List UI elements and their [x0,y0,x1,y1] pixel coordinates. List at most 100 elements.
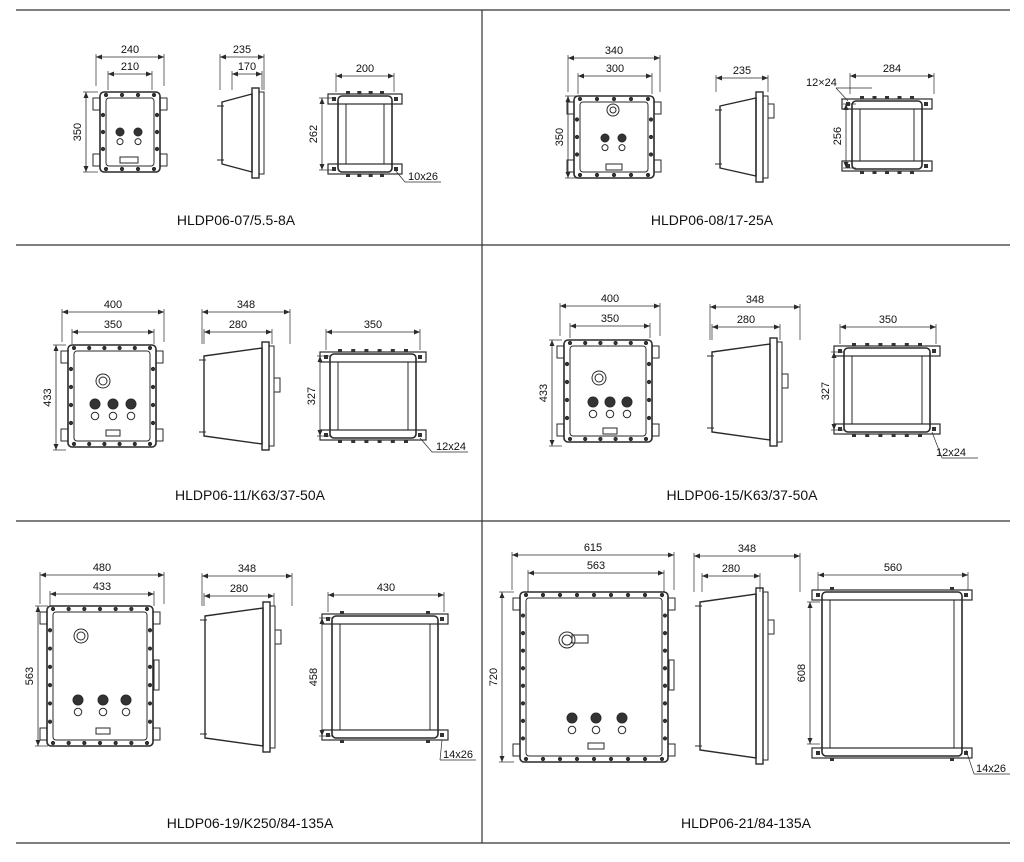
indicator-lamp [134,138,142,146]
dimension-horizontal: 348 [201,299,291,344]
dimension-horizontal: 563 [527,560,665,592]
mounting-lug [92,153,101,167]
switch-knob-side [781,373,789,389]
dimension-horizontal: 280 [701,563,761,592]
flange-bolt [613,340,618,346]
dimension-label: 348 [237,299,255,311]
mounting-slot [846,164,850,168]
front-view [566,95,662,179]
side-flange [769,337,778,447]
dimension-horizontal: 235 [715,65,769,92]
push-button [617,133,627,143]
dimension-horizontal: 235 [219,44,265,90]
arrow-head [317,430,323,436]
side-view [695,587,775,765]
arrow-head [256,71,262,77]
flange-bolt [564,379,570,385]
hole-callout: 12x24 [419,437,468,453]
dimension-horizontal: 480 [39,562,165,604]
rotary-switch [606,103,620,117]
dimension-label: 200 [356,63,374,75]
rail-bump [830,758,834,761]
dimension-label: 210 [121,61,139,73]
front-view [512,591,676,763]
arrow-head [794,304,800,310]
rail-bump [860,171,864,174]
flange-bolt [645,96,651,102]
dimension-horizontal: 300 [577,63,653,94]
arrow-head [35,606,41,612]
push-button [587,396,599,408]
model-caption: HLDP06-19/K250/84-135A [167,815,334,831]
arrow-head [62,309,68,315]
mounting-slot [816,593,820,597]
dimension-horizontal: 560 [817,562,969,590]
rail-bump [950,587,954,590]
back-view [319,349,427,443]
arrow-head [568,55,574,61]
rail-bump [885,171,889,174]
flange-bolt [611,96,617,102]
dimension-vertical: 720 [488,591,514,763]
arrow-head [326,329,332,335]
push-button [600,133,610,143]
mounting-slot [924,102,928,106]
flange-bolt [662,648,668,653]
back-frame [337,95,393,173]
mounting-lug [92,97,101,111]
side-cover [269,605,276,749]
mounting-lug [556,423,565,437]
mounting-lug [159,97,168,111]
side-body [221,93,253,173]
rail-bump [346,91,350,94]
flange-bolt [520,631,526,636]
hole-callout: 12x24 [931,431,978,459]
arrow-head [694,553,700,559]
flange-bolt [147,345,153,351]
dimension-vertical: 433 [538,339,562,447]
arrow-head [286,573,292,579]
enclosure-cover [525,597,663,757]
hole-size-label: 14x26 [976,763,1006,775]
flange-bolt [646,379,652,385]
dimension-label: 350 [601,313,619,325]
flange-bolt [119,92,125,98]
back-view [841,96,933,174]
flange-bolt [520,718,526,723]
arrow-head [560,303,566,309]
dimension-vertical: 608 [796,601,820,745]
flange-bolt [648,152,654,157]
dimension-vertical: 563 [24,605,48,747]
rail-bump [860,96,864,99]
side-body [204,607,264,747]
rail-bump [910,171,914,174]
mounting-lug [667,743,676,757]
enclosure-cover [73,350,151,442]
arrow-head [35,740,41,746]
flange-bolt [567,340,573,346]
enclosure-flange [563,339,653,443]
hole-size-label: 12x24 [436,441,466,453]
dimension-horizontal: 284 [849,63,935,94]
flange-bolt [659,592,665,598]
nameplate [119,156,139,164]
dimension-vertical: 327 [306,355,330,437]
arrow-head [654,55,660,61]
rail-bump [891,343,896,346]
rotary-handle-bar [571,634,589,644]
dimension-horizontal: 348 [709,294,801,340]
rail-bump [885,96,889,99]
indicator-lamp [622,409,632,419]
flange-bolt [135,92,141,98]
arrow-head [499,592,505,598]
switch-knob-side [767,619,775,635]
model-caption: HLDP06-08/17-25A [651,212,774,228]
rail-bump [426,611,430,614]
leader-line [835,87,849,102]
enclosure-cover [52,611,148,741]
push-button [97,694,109,706]
arrow-head [83,166,89,172]
